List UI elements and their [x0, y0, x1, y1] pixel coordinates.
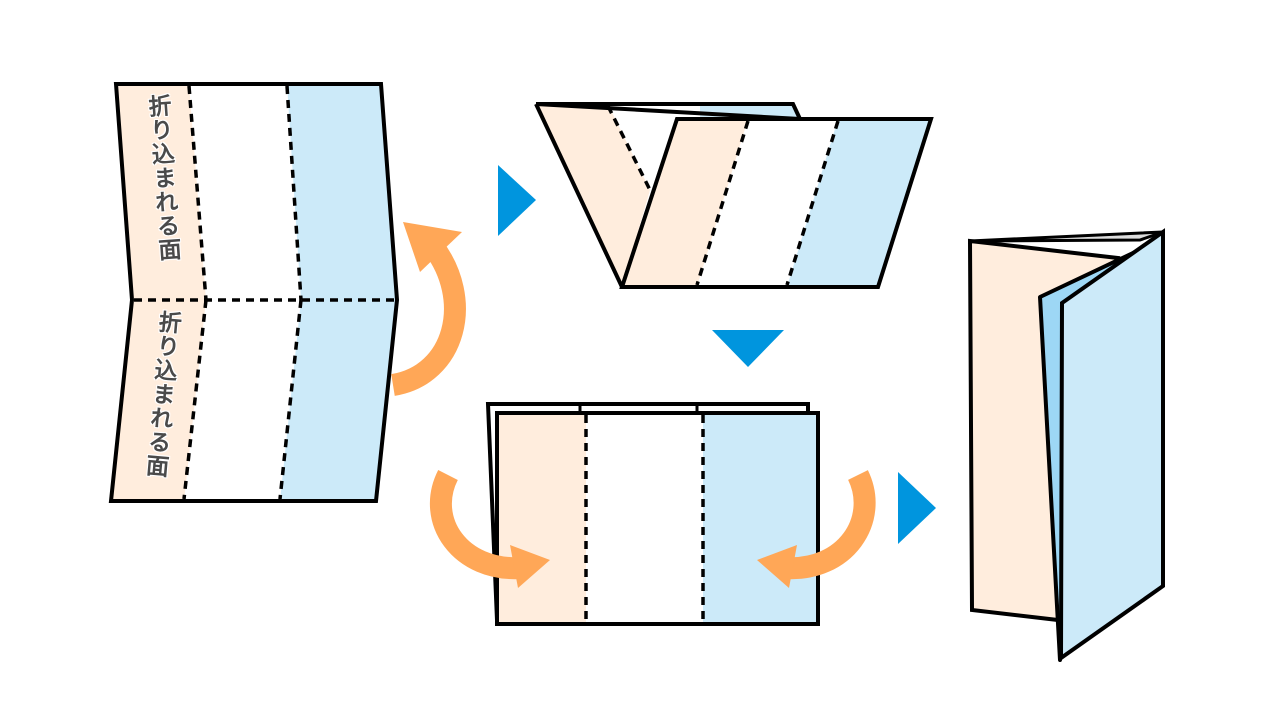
step1-sheet	[108, 82, 400, 503]
step3-folded	[485, 402, 820, 626]
next-step-arrow-icon	[712, 330, 784, 367]
fold-up-arrow-icon	[390, 222, 466, 396]
next-step-arrow-icon	[898, 472, 936, 544]
step4-brochure	[967, 228, 1165, 662]
fold-lines	[134, 85, 395, 500]
step2-folded	[534, 102, 934, 289]
fold-in-left-arrow-icon	[429, 470, 550, 588]
fold-in-right-arrow-icon	[757, 470, 876, 588]
next-step-arrow-icon	[498, 165, 536, 236]
